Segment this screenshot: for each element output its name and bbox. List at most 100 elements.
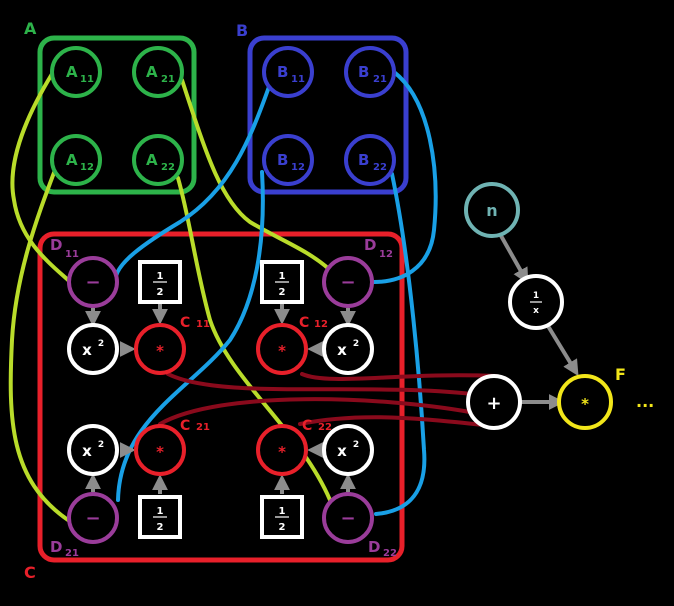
label-d11-main: D xyxy=(50,236,62,254)
edge-a12-d21 xyxy=(8,160,70,522)
node-b22[interactable]: B 22 xyxy=(344,134,396,186)
node-d22-minus[interactable]: − xyxy=(322,492,374,544)
label-d12: D 12 xyxy=(364,236,393,260)
label-d21-sub: 21 xyxy=(65,548,79,559)
node-sum[interactable]: + xyxy=(466,374,522,430)
node-c12-multiply[interactable]: * xyxy=(256,323,308,375)
edge-a11-d11 xyxy=(10,72,70,282)
node-a21[interactable]: A 21 xyxy=(132,46,184,98)
node-d12-op: − xyxy=(340,272,355,293)
node-b11-sub: 11 xyxy=(291,74,305,85)
label-c12-sub: 12 xyxy=(314,319,328,330)
node-a22-label: A xyxy=(146,151,158,169)
edge-b12-d21 xyxy=(116,170,265,502)
c-to-sum-edges xyxy=(158,372,498,428)
node-c21-op: * xyxy=(156,443,164,461)
node-a21-label: A xyxy=(146,63,158,81)
square-c21-base: x xyxy=(82,442,92,460)
group-b-box xyxy=(247,35,409,195)
node-c22-multiply[interactable]: * xyxy=(256,424,308,476)
edge-a21-d12 xyxy=(180,78,332,272)
group-c-label: C xyxy=(24,563,36,582)
group-a-label: A xyxy=(24,19,37,38)
node-c11-multiply[interactable]: * xyxy=(134,323,186,375)
node-reciprocal[interactable]: 1 x xyxy=(508,274,564,330)
node-n-label: n xyxy=(486,201,497,220)
node-a22-sub: 22 xyxy=(161,162,175,173)
recip-den: x xyxy=(533,306,539,316)
arrow-recip-mult xyxy=(546,324,579,377)
label-d12-main: D xyxy=(364,236,376,254)
edge-c12-plus xyxy=(300,372,498,381)
label-d12-sub: 12 xyxy=(379,249,393,260)
half-c22-den: 2 xyxy=(279,522,286,533)
square-node-c22[interactable]: x 2 xyxy=(322,424,374,476)
group-c-box xyxy=(37,231,405,563)
half-box-c22[interactable]: 1 2 xyxy=(260,495,304,539)
edge-b22-d22 xyxy=(374,172,427,516)
square-c11-base: x xyxy=(82,341,92,359)
half-c11-den: 2 xyxy=(157,287,164,298)
node-d21-minus[interactable]: − xyxy=(67,492,119,544)
half-box-c11[interactable]: 1 2 xyxy=(138,260,182,304)
label-c22-sub: 22 xyxy=(318,422,332,433)
label-c11-sub: 11 xyxy=(196,319,210,330)
label-c21-sub: 21 xyxy=(196,422,210,433)
node-a22[interactable]: A 22 xyxy=(132,134,184,186)
node-a11[interactable]: A 11 xyxy=(50,46,102,98)
arrow-n-recip xyxy=(498,233,529,285)
node-a12-sub: 12 xyxy=(80,162,94,173)
node-b12-sub: 12 xyxy=(291,162,305,173)
edge-b21-d12 xyxy=(372,70,438,284)
node-a11-label: A xyxy=(66,63,78,81)
label-c12-main: C xyxy=(299,315,309,331)
node-f-multiply[interactable]: * xyxy=(557,374,613,430)
half-c21-den: 2 xyxy=(157,522,164,533)
label-c21: C 21 xyxy=(180,418,210,434)
square-node-c12[interactable]: x 2 xyxy=(322,323,374,375)
continuation-ellipsis: ... xyxy=(636,392,654,411)
node-d11-minus[interactable]: − xyxy=(67,256,119,308)
square-c12-exp: 2 xyxy=(353,339,359,349)
half-c11-num: 1 xyxy=(157,271,164,282)
square-c11-exp: 2 xyxy=(98,339,104,349)
node-b11-label: B xyxy=(277,63,288,81)
group-b-label: B xyxy=(236,21,248,40)
node-b21-label: B xyxy=(358,63,369,81)
node-d12-minus[interactable]: − xyxy=(322,256,374,308)
node-a11-sub: 11 xyxy=(80,74,94,85)
node-a12[interactable]: A 12 xyxy=(50,134,102,186)
half-c12-num: 1 xyxy=(279,271,286,282)
node-a12-label: A xyxy=(66,151,78,169)
edge-b11-d11 xyxy=(114,82,272,278)
node-n[interactable]: n xyxy=(464,182,520,238)
label-d22: D 22 xyxy=(368,538,397,559)
node-c21-multiply[interactable]: * xyxy=(134,424,186,476)
node-d22-op: − xyxy=(340,508,355,529)
half-box-c12[interactable]: 1 2 xyxy=(260,260,304,304)
edge-c21-plus xyxy=(158,397,472,426)
label-c11: C 11 xyxy=(180,315,210,331)
square-c22-base: x xyxy=(337,442,347,460)
square-node-c21[interactable]: x 2 xyxy=(67,424,119,476)
node-f-op: * xyxy=(581,395,589,413)
node-d11-op: − xyxy=(85,272,100,293)
node-b21[interactable]: B 21 xyxy=(344,46,396,98)
label-d11: D 11 xyxy=(50,236,79,260)
square-node-c11[interactable]: x 2 xyxy=(67,323,119,375)
node-b12[interactable]: B 12 xyxy=(262,134,314,186)
node-sum-op: + xyxy=(486,393,501,414)
label-d22-main: D xyxy=(368,538,380,556)
label-d11-sub: 11 xyxy=(65,249,79,260)
flow-arrows xyxy=(85,233,579,494)
half-c22-num: 1 xyxy=(279,506,286,517)
node-b12-label: B xyxy=(277,151,288,169)
label-d21: D 21 xyxy=(50,538,79,559)
node-b21-sub: 21 xyxy=(373,74,387,85)
node-b22-sub: 22 xyxy=(373,162,387,173)
node-b11[interactable]: B 11 xyxy=(262,46,314,98)
half-box-c21[interactable]: 1 2 xyxy=(138,495,182,539)
square-c22-exp: 2 xyxy=(353,440,359,450)
node-a21-sub: 21 xyxy=(161,74,175,85)
